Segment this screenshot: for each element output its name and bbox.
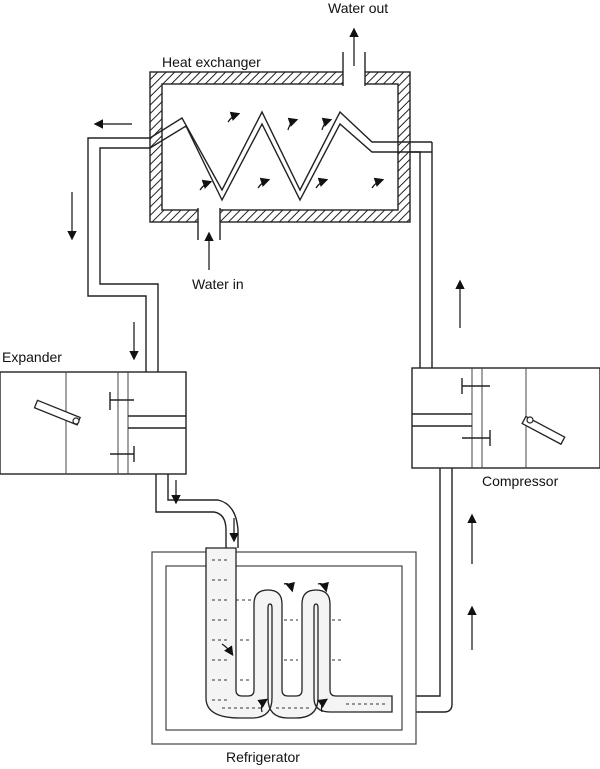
expander-outlet-pipe (155, 474, 239, 548)
compressor-outlet-pipe (410, 142, 433, 368)
heat-exchanger-label: Heat exchanger (162, 54, 261, 70)
refrigerator (151, 547, 417, 745)
high-pressure-return-pipe (87, 137, 159, 372)
water-out-label: Water out (328, 0, 388, 16)
water-flow-arrows (199, 111, 385, 191)
compressor-label: Compressor (482, 473, 559, 489)
refrigerant-liquid (212, 559, 386, 709)
compressor (411, 367, 600, 469)
water-in-label: Water in (192, 276, 244, 292)
expander (0, 371, 187, 475)
refrigerator-label: Refrigerator (226, 749, 300, 765)
expander-label: Expander (2, 349, 62, 365)
heat-exchanger (149, 52, 432, 240)
